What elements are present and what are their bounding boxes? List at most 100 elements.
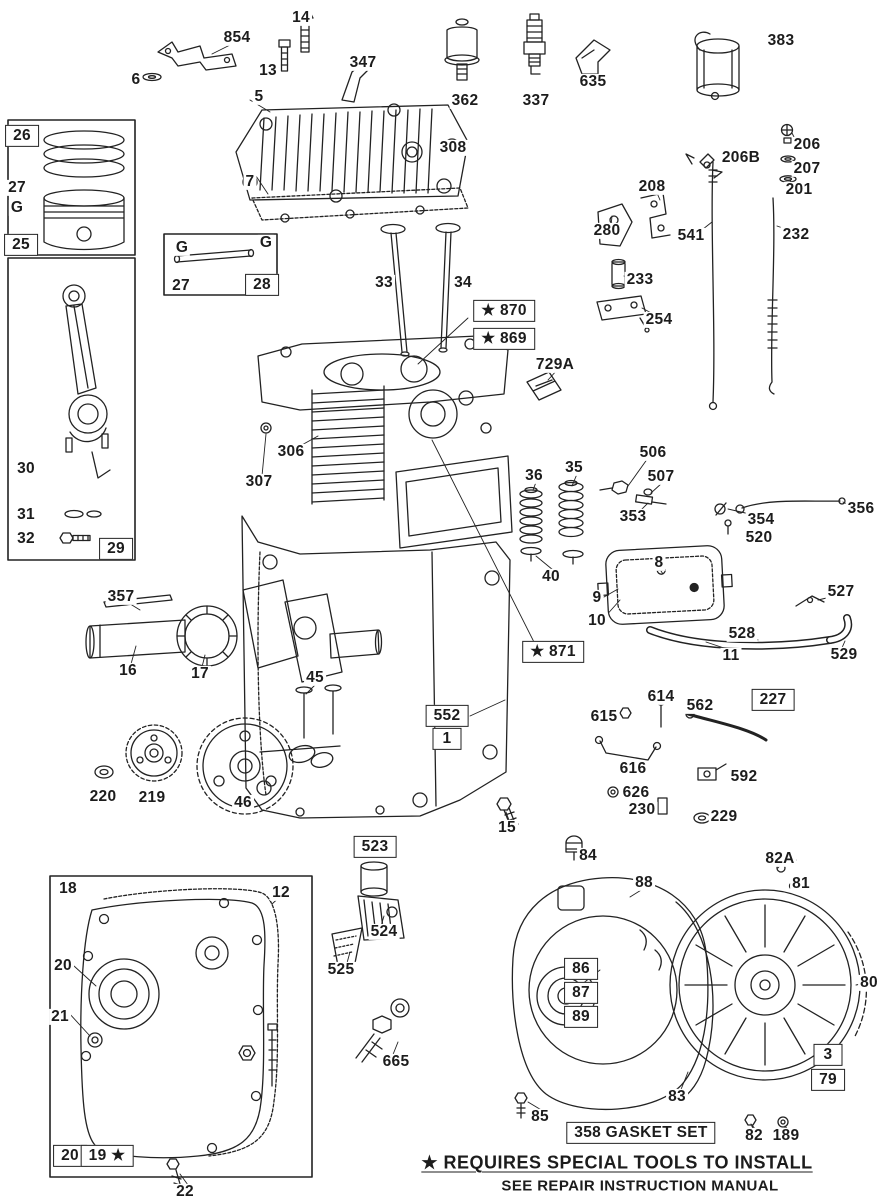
part-label-616: 616 bbox=[617, 759, 649, 778]
part-label-356: 356 bbox=[845, 499, 877, 518]
part-label-528: 528 bbox=[726, 624, 758, 643]
part-label-79: 79 bbox=[811, 1068, 845, 1092]
valve-springs-drawing bbox=[519, 479, 584, 565]
top-hardware-drawing bbox=[142, 11, 740, 103]
part-label-82a: 82A bbox=[763, 849, 797, 868]
part-label-80: 80 bbox=[858, 973, 880, 992]
part-label-306: 306 bbox=[275, 442, 307, 461]
part-label-46: 46 bbox=[232, 793, 254, 812]
part-label-36: 36 bbox=[523, 466, 545, 485]
part-label-524: 524 bbox=[368, 922, 400, 941]
part-label-10: 10 bbox=[586, 611, 608, 630]
part-label-83: 83 bbox=[666, 1087, 688, 1106]
part-label-88: 88 bbox=[633, 873, 655, 892]
part-label-869: ★ 869 bbox=[473, 327, 535, 351]
part-label-347: 347 bbox=[347, 53, 379, 72]
cylinder-block-drawing bbox=[241, 335, 513, 819]
part-label-201: 201 bbox=[783, 180, 815, 199]
part-label-6: 6 bbox=[129, 70, 143, 89]
part-label-232: 232 bbox=[780, 225, 812, 244]
valves-drawing bbox=[380, 222, 461, 357]
part-label-14: 14 bbox=[290, 8, 312, 27]
part-label-870: ★ 870 bbox=[473, 299, 535, 323]
part-label-89: 89 bbox=[564, 1005, 598, 1029]
part-label-523: 523 bbox=[353, 835, 397, 859]
part-label-362: 362 bbox=[449, 91, 481, 110]
part-label-354: 354 bbox=[745, 510, 777, 529]
part-label-3: 3 bbox=[813, 1043, 843, 1067]
part-label-20-2: 20 bbox=[53, 1144, 87, 1168]
part-label-28: 28 bbox=[245, 273, 279, 297]
part-label-280: 280 bbox=[591, 221, 623, 240]
part-label-233: 233 bbox=[624, 270, 656, 289]
part-label-29: 29 bbox=[99, 537, 133, 561]
part-label-21: 21 bbox=[49, 1007, 71, 1026]
part-label-507: 507 bbox=[645, 467, 677, 486]
part-label-19: 19 ★ bbox=[80, 1144, 134, 1168]
part-label-592: 592 bbox=[728, 767, 760, 786]
part-label-308: 308 bbox=[437, 138, 469, 157]
part-label-g-2: G bbox=[173, 238, 191, 257]
part-label-81: 81 bbox=[790, 874, 812, 893]
part-label-12: 12 bbox=[270, 883, 292, 902]
part-label-357: 357 bbox=[105, 587, 137, 606]
part-label-854: 854 bbox=[221, 28, 253, 47]
part-label-506: 506 bbox=[637, 443, 669, 462]
part-label-27: 27 bbox=[6, 178, 28, 197]
part-label-665: 665 bbox=[380, 1052, 412, 1071]
part-label-15: 15 bbox=[496, 818, 518, 837]
part-label-27-2: 27 bbox=[170, 276, 192, 295]
part-label-31: 31 bbox=[15, 505, 37, 524]
part-label-358-gasket-set: 358 GASKET SET bbox=[566, 1121, 716, 1145]
flywheel-drawing bbox=[669, 859, 868, 1139]
part-label-230: 230 bbox=[626, 800, 658, 819]
part-label-871: ★ 871 bbox=[522, 640, 584, 664]
part-label-1: 1 bbox=[432, 727, 462, 751]
part-label-30: 30 bbox=[15, 459, 37, 478]
part-label-22: 22 bbox=[174, 1182, 196, 1200]
part-label-5: 5 bbox=[252, 87, 266, 106]
part-label-25: 25 bbox=[4, 233, 38, 257]
part-label-207: 207 bbox=[791, 159, 823, 178]
oil-fill-drawing bbox=[331, 835, 583, 1119]
part-label-13: 13 bbox=[257, 61, 279, 80]
part-label-9: 9 bbox=[590, 588, 604, 607]
part-label-11: 11 bbox=[720, 646, 742, 665]
breather-tube-drawing bbox=[646, 595, 853, 650]
part-label-85: 85 bbox=[529, 1107, 551, 1126]
part-label-18: 18 bbox=[57, 879, 79, 898]
part-label-520: 520 bbox=[743, 528, 775, 547]
piston-assembly-drawing bbox=[43, 130, 125, 251]
part-label-337: 337 bbox=[520, 91, 552, 110]
part-label-208: 208 bbox=[636, 177, 668, 196]
special-tools-note: ★ REQUIRES SPECIAL TOOLS TO INSTALL bbox=[421, 1152, 813, 1173]
part-label-86: 86 bbox=[564, 957, 598, 981]
part-label-206: 206 bbox=[791, 135, 823, 154]
part-label-189: 189 bbox=[770, 1126, 802, 1145]
part-label-20: 20 bbox=[52, 956, 74, 975]
part-label-614: 614 bbox=[645, 687, 677, 706]
connecting-rod-drawing bbox=[59, 284, 111, 544]
part-label-32: 32 bbox=[15, 529, 37, 548]
part-label-87: 87 bbox=[564, 981, 598, 1005]
part-label-562: 562 bbox=[684, 696, 716, 715]
part-label-219: 219 bbox=[136, 788, 168, 807]
part-label-82: 82 bbox=[743, 1126, 765, 1145]
group-frame-boxes bbox=[7, 119, 313, 1178]
repair-manual-note: SEE REPAIR INSTRUCTION MANUAL bbox=[501, 1177, 779, 1195]
part-label-7: 7 bbox=[243, 172, 257, 191]
governor-crank-drawing bbox=[594, 700, 768, 824]
part-label-35: 35 bbox=[563, 458, 585, 477]
cylinder-head-drawing bbox=[235, 103, 469, 223]
camshaft-gears-drawing bbox=[94, 717, 341, 815]
part-label-45: 45 bbox=[304, 668, 326, 687]
crankshaft-drawing bbox=[85, 579, 383, 739]
part-label-525: 525 bbox=[325, 960, 357, 979]
part-label-529: 529 bbox=[828, 645, 860, 664]
blower-housing-drawing bbox=[511, 876, 714, 1110]
part-label-307: 307 bbox=[243, 472, 275, 491]
part-label-g-3: G bbox=[257, 233, 275, 252]
part-label-17: 17 bbox=[189, 664, 211, 683]
part-label-34: 34 bbox=[452, 273, 474, 292]
